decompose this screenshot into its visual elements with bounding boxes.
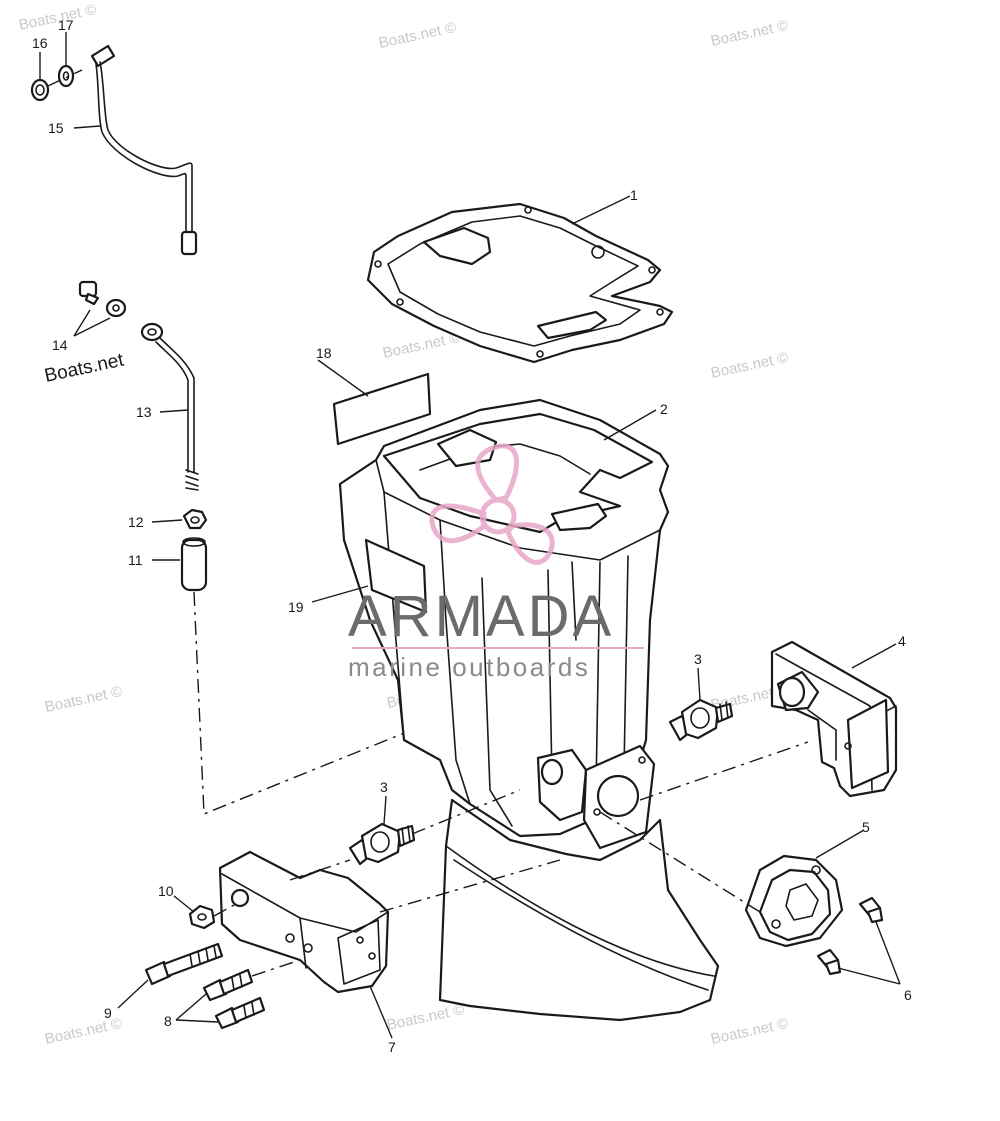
- part-1-gasket: [366, 202, 674, 364]
- callout-16: 16: [32, 35, 48, 51]
- callout-11: 11: [128, 552, 143, 568]
- callout-8: 8: [164, 1013, 172, 1029]
- callout-15: 15: [48, 120, 64, 136]
- part-8-bolts: [202, 968, 266, 1030]
- callout-13: 13: [136, 404, 152, 420]
- watermark: Boats.net ©: [709, 1015, 789, 1048]
- part-16-nut: [30, 78, 50, 102]
- callout-3-right: 3: [694, 651, 702, 667]
- part-17-washer: [57, 64, 75, 88]
- part-5-cover-plate: [744, 854, 844, 948]
- part-2-drive-shaft-housing: [338, 398, 720, 1022]
- part-12-nut: [182, 508, 208, 530]
- part-14-screw-washer: [78, 280, 127, 318]
- callout-9: 9: [104, 1005, 112, 1021]
- part-4-mount-bracket: [770, 640, 898, 798]
- part-3-mount-right: [668, 698, 734, 742]
- part-19-decal: [364, 538, 428, 614]
- callout-10: 10: [158, 883, 174, 899]
- watermark: Boats.net ©: [377, 19, 457, 52]
- part-11-coupler: [180, 537, 208, 592]
- callout-14: 14: [52, 337, 68, 353]
- brand-name: ARMADA: [348, 584, 614, 649]
- brand-tagline: marine outboards: [348, 652, 590, 682]
- callout-6: 6: [904, 987, 912, 1003]
- callout-17: 17: [58, 17, 74, 33]
- part-6-screws: [816, 896, 884, 976]
- callout-12: 12: [128, 514, 144, 530]
- part-9-long-bolt: [144, 942, 224, 986]
- callout-3-center: 3: [380, 779, 388, 795]
- callout-19: 19: [288, 599, 304, 615]
- watermark-dark: Boats.net: [43, 350, 127, 387]
- callout-2: 2: [660, 401, 668, 417]
- callout-4: 4: [898, 633, 906, 649]
- watermark: Boats.net ©: [43, 683, 123, 716]
- part-15-shift-rod: [90, 44, 198, 256]
- callout-5: 5: [862, 819, 870, 835]
- watermark: Boats.net ©: [385, 1001, 465, 1034]
- callout-7: 7: [388, 1039, 396, 1055]
- part-10-nut: [188, 904, 216, 930]
- watermark: Boats.net ©: [709, 17, 789, 50]
- callout-18: 18: [316, 345, 332, 361]
- callout-1: 1: [630, 187, 638, 203]
- part-18-decal: [332, 372, 432, 446]
- watermark: Boats.net ©: [709, 349, 789, 382]
- part-13-shift-rod: [140, 322, 199, 491]
- part-3-mount-center: [348, 822, 416, 866]
- part-7-lower-mount-bracket: [218, 850, 390, 994]
- armada-logo-icon: [429, 443, 555, 565]
